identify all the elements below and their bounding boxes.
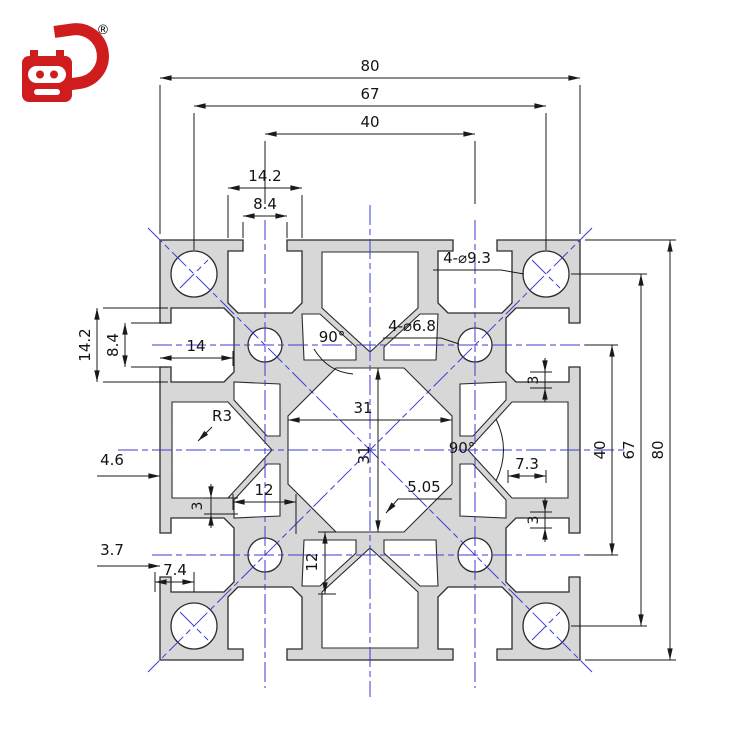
- dim-angle-top-90: 90°: [313, 328, 354, 375]
- dim-right-40: 40: [585, 344, 618, 556]
- center-tick-bottom-right: [531, 611, 561, 641]
- centerlines: [118, 205, 625, 697]
- center-tick-bottom-left: [179, 611, 209, 641]
- dim-right-3-lower: 3: [526, 498, 552, 542]
- dim-text: 40: [591, 440, 609, 459]
- dim-angle-right-90: 90°: [449, 418, 504, 482]
- cavity-flank-ul-lower: [233, 381, 281, 437]
- cavity-flank-ul-upper: [301, 313, 357, 361]
- dim-text: 12: [303, 552, 321, 571]
- leader-line: [197, 426, 213, 442]
- dim-text: 5.05: [407, 478, 440, 496]
- dim-left-3: 3: [190, 484, 238, 528]
- dim-left-7-4: 7.4: [154, 561, 195, 592]
- dim-text: 67: [620, 440, 638, 459]
- dim-text: 3: [190, 502, 206, 511]
- cavity-flank-lr-lower: [383, 539, 439, 587]
- dim-top-slot-width-14-2: 14.2: [227, 167, 303, 238]
- dim-text: 90°: [449, 439, 476, 457]
- dim-text: 3: [526, 516, 542, 525]
- dim-left-slot-width-14-2: 14.2: [76, 307, 168, 383]
- dim-text: 7.3: [515, 455, 539, 473]
- dim-text: 7.4: [163, 561, 187, 579]
- dim-text: 3: [526, 376, 542, 385]
- dim-left-slot-opening-8-4: 8.4: [104, 322, 168, 368]
- brand-logo: ®: [22, 23, 110, 102]
- robot-antenna-right: [56, 50, 64, 58]
- dim-text: 14.2: [76, 328, 94, 361]
- dim-cavity-height-31: 31: [355, 368, 381, 532]
- dim-text: 31: [353, 399, 372, 417]
- dim-text: 80: [360, 57, 379, 75]
- dim-top-67: 67: [193, 85, 547, 250]
- robot-visor: [28, 66, 66, 83]
- robot-eye-left: [36, 70, 44, 79]
- dim-text: 40: [360, 113, 379, 131]
- centerline-diagonal-2: [147, 227, 593, 673]
- registered-symbol: ®: [97, 23, 110, 38]
- dim-left-slot-depth-14: 14: [160, 337, 234, 366]
- dim-text: 4-⌀6.8: [388, 317, 436, 335]
- leader-line: [385, 498, 452, 514]
- dim-left-4-6: 4.6: [97, 451, 160, 479]
- dim-right-7-3: 7.3: [507, 455, 547, 483]
- dim-text: 8.4: [253, 195, 277, 213]
- dim-text: 3.7: [100, 541, 124, 559]
- dim-text: 90°: [319, 328, 346, 346]
- leader-line: [383, 337, 460, 345]
- dim-text: 4.6: [100, 451, 124, 469]
- dim-top-40: 40: [264, 113, 476, 204]
- angle-arc: [313, 348, 354, 375]
- angle-arc: [495, 418, 504, 482]
- cavity-flank-ll-lower: [301, 539, 357, 587]
- dim-text: R3: [212, 407, 232, 425]
- cavity-flank-ur-lower: [459, 381, 507, 437]
- dim-cavity-width-31: 31: [288, 399, 452, 423]
- robot-antenna-left: [30, 50, 38, 58]
- dim-text: 14.2: [248, 167, 281, 185]
- dim-left-3-7: 3.7: [97, 541, 160, 569]
- dim-fillet-r3: R3: [197, 407, 232, 442]
- dim-text: 4-⌀9.3: [443, 249, 491, 267]
- center-tick-top-left: [179, 259, 209, 289]
- dim-text: 80: [649, 440, 667, 459]
- dim-top-slot-opening-8-4: 8.4: [242, 195, 288, 238]
- cavity-flank-lr-upper: [459, 463, 507, 519]
- dim-text: 8.4: [104, 333, 122, 357]
- dim-right-3-upper: 3: [526, 358, 552, 402]
- dim-right-80: 80: [585, 239, 676, 661]
- dim-right-67: 67: [571, 273, 647, 627]
- logo-d-mark: [53, 23, 109, 92]
- dim-chamfer-5-05: 5.05: [385, 478, 452, 514]
- callout-corner-holes: 4-⌀9.3: [433, 249, 525, 275]
- dim-text: 31: [355, 445, 373, 464]
- callout-module-holes: 4-⌀6.8: [383, 317, 460, 345]
- dim-text: 14: [186, 337, 205, 355]
- center-tick-top-right: [531, 259, 561, 289]
- cavity-flank-ur-upper: [383, 313, 439, 361]
- dim-top-80: 80: [159, 57, 581, 234]
- dim-left-12-vertical: 12: [303, 531, 336, 595]
- leader-line: [433, 269, 525, 275]
- robot-eye-right: [50, 70, 58, 79]
- dim-left-12: 12: [232, 481, 297, 534]
- robot-mouth: [34, 89, 60, 95]
- dim-text: 67: [360, 85, 379, 103]
- dim-text: 12: [254, 481, 273, 499]
